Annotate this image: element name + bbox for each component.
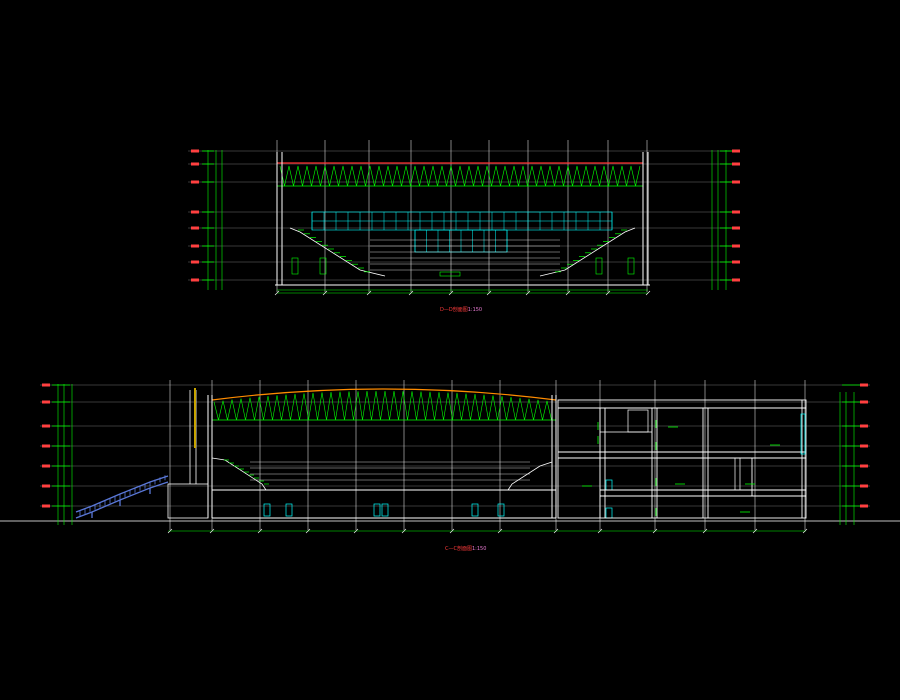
dim-tick	[565, 290, 571, 296]
level-ticks-top	[202, 150, 732, 281]
level-tag	[732, 226, 740, 230]
annex-cyan-strip	[800, 413, 806, 455]
level-tag	[191, 149, 199, 153]
dim-tick	[802, 528, 808, 534]
level-tag	[860, 484, 868, 488]
door	[263, 503, 271, 517]
dim-tick	[486, 290, 492, 296]
dim-tick	[353, 528, 359, 534]
door	[471, 503, 479, 517]
dim-tick	[497, 528, 503, 534]
exterior-stair	[75, 475, 169, 519]
dim-tick	[401, 528, 407, 534]
level-tag	[42, 464, 50, 468]
bleachers-top	[289, 227, 636, 277]
dim-tick	[652, 528, 658, 534]
dim-tick	[752, 528, 758, 534]
dim-tick	[305, 528, 311, 534]
dim-tick	[605, 290, 611, 296]
level-tag	[860, 444, 868, 448]
dim-tick	[645, 290, 651, 296]
door	[381, 503, 389, 517]
level-tag	[860, 400, 868, 404]
door	[497, 503, 505, 517]
dim-tick	[257, 528, 263, 534]
level-tag	[191, 260, 199, 264]
dim-tick	[597, 528, 603, 534]
level-markers-bottom-right	[839, 392, 855, 525]
level-tag	[732, 180, 740, 184]
level-markers-top-right	[711, 150, 727, 290]
section-c-c-scale: 1:150	[471, 546, 487, 552]
annex-details	[582, 420, 780, 516]
grid-columns-top	[276, 140, 648, 292]
dim-tick	[449, 528, 455, 534]
level-tag	[732, 278, 740, 282]
left-podium	[167, 390, 209, 519]
dim-tick	[366, 290, 372, 296]
level-tag	[42, 504, 50, 508]
dim-tick	[322, 290, 328, 296]
level-tag	[42, 400, 50, 404]
section-c-c-caption: C—C剖面图1:150	[445, 545, 486, 552]
section-d-d-caption: D—D剖面图1:150	[440, 306, 482, 313]
roof-truss-top	[279, 165, 641, 187]
level-tag	[732, 244, 740, 248]
dim-tick	[525, 290, 531, 296]
level-tag	[191, 244, 199, 248]
glazing-mullions-top	[311, 212, 613, 252]
level-markers-bottom-left	[57, 384, 73, 525]
section-c-c	[0, 380, 900, 534]
level-ticks-bottom	[52, 384, 860, 507]
level-tags-top	[191, 149, 740, 282]
level-lines-top	[188, 150, 740, 281]
section-d-d-title: D—D剖面图	[440, 307, 468, 313]
annex-building	[557, 399, 807, 519]
door	[605, 507, 613, 519]
level-tag	[860, 424, 868, 428]
level-tags-bottom	[42, 383, 868, 508]
level-tag	[42, 444, 50, 448]
level-tag	[42, 383, 50, 387]
level-tag	[42, 484, 50, 488]
level-tag	[42, 424, 50, 428]
dim-tick	[553, 528, 559, 534]
level-tag	[860, 383, 868, 387]
annex-partitions	[600, 409, 741, 490]
level-tag	[191, 278, 199, 282]
section-d-d	[188, 140, 740, 296]
level-tag	[191, 162, 199, 166]
section-d-d-scale: 1:150	[467, 307, 483, 313]
level-tag	[732, 260, 740, 264]
level-tag	[732, 210, 740, 214]
level-tag	[860, 464, 868, 468]
level-tag	[191, 210, 199, 214]
level-markers-top-left	[207, 150, 223, 290]
level-tag	[191, 226, 199, 230]
roof-truss-bottom	[213, 390, 552, 421]
walls-top	[275, 152, 650, 291]
dim-tick	[209, 528, 215, 534]
door	[285, 503, 293, 517]
left-podium-highlight	[194, 388, 196, 448]
bleachers-bottom	[211, 457, 553, 491]
dim-tick	[448, 290, 454, 296]
roof-arch-bottom	[211, 388, 557, 401]
level-lines-bottom	[40, 384, 870, 507]
grid-columns-bottom	[169, 380, 806, 530]
ground-doors-bottom	[263, 479, 613, 519]
section-c-c-title: C—C剖面图	[445, 546, 472, 552]
dim-tick	[702, 528, 708, 534]
door	[605, 479, 613, 491]
dim-tick	[167, 528, 173, 534]
dim-tick	[274, 290, 280, 296]
level-tag	[732, 149, 740, 153]
level-tag	[860, 504, 868, 508]
level-tag	[732, 162, 740, 166]
level-tag	[191, 180, 199, 184]
door	[373, 503, 381, 517]
dim-tick	[408, 290, 414, 296]
